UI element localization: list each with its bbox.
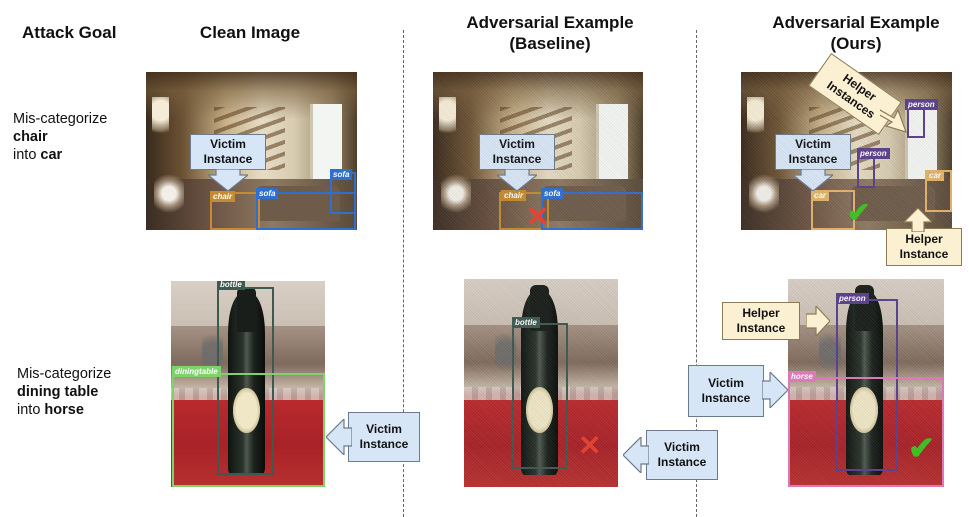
chair-bbox bbox=[499, 192, 549, 230]
person-tag-2: person bbox=[857, 148, 890, 159]
callout-arrow-icon bbox=[497, 169, 537, 191]
baseline-header-line2: (Baseline) bbox=[509, 34, 591, 53]
helper-arrow-icon bbox=[880, 108, 907, 133]
fail-x-icon: ✕ bbox=[578, 430, 602, 461]
clean-bottle-image: bottle diningtable bbox=[171, 281, 325, 487]
goal-target-line: into car bbox=[13, 147, 63, 163]
fail-x-icon: ✕ bbox=[526, 201, 550, 230]
clean-image-header: Clean Image bbox=[199, 23, 301, 42]
goal-target-line: into horse bbox=[17, 402, 84, 418]
goal-source-class: chair bbox=[13, 129, 48, 145]
goal-source-class: dining table bbox=[17, 384, 99, 400]
car-bbox bbox=[811, 190, 855, 230]
left-arrow-icon bbox=[623, 437, 649, 473]
right-arrow-icon bbox=[806, 306, 830, 336]
attack-goal-row-2: Mis-categorize dining table into horse bbox=[17, 365, 111, 419]
sofa-tag: sofa bbox=[541, 188, 564, 199]
horse-tag: horse bbox=[788, 371, 816, 382]
chair-tag: chair bbox=[210, 191, 236, 202]
bottle-bbox bbox=[512, 323, 568, 469]
ours-header: Adversarial Example (Ours) bbox=[746, 12, 966, 54]
clean-room-image: chair sofa sofa Victim Instance bbox=[146, 72, 357, 230]
right-arrow-icon bbox=[762, 372, 788, 408]
helper-instance-callout: Helper Instance bbox=[886, 228, 962, 266]
column-divider-1 bbox=[403, 30, 404, 517]
left-arrow-icon bbox=[326, 419, 352, 455]
car-tag: car bbox=[811, 190, 830, 201]
goal-text: Mis-categorize bbox=[13, 111, 108, 127]
horse-bbox bbox=[788, 377, 944, 487]
car-bbox-2 bbox=[925, 170, 952, 212]
sofa-tag-2: sofa bbox=[330, 169, 353, 180]
success-check-icon: ✔ bbox=[847, 197, 871, 228]
victim-instance-callout: Victim Instance bbox=[775, 134, 851, 170]
attack-goal-row-1: Mis-categorize chair into car bbox=[13, 110, 107, 164]
column-divider-2 bbox=[696, 30, 697, 517]
success-check-icon: ✔ bbox=[908, 430, 935, 466]
chair-tag: chair bbox=[501, 190, 527, 201]
diningtable-bbox bbox=[172, 373, 325, 487]
helper-arrow-up-icon bbox=[904, 208, 932, 232]
bottle-tag: bottle bbox=[512, 317, 540, 328]
ours-header-line1: Adversarial Example bbox=[772, 13, 940, 32]
sofa-tag: sofa bbox=[256, 188, 279, 199]
sofa-bbox bbox=[541, 192, 643, 230]
person-bbox bbox=[836, 299, 898, 471]
callout-arrow-icon bbox=[208, 169, 248, 191]
person-tag: person bbox=[836, 293, 869, 304]
person-bbox-2 bbox=[857, 154, 875, 188]
ours-bottle-image: person horse ✔ bbox=[788, 279, 944, 487]
car-tag-2: car bbox=[926, 170, 945, 181]
callout-arrow-icon bbox=[793, 169, 833, 191]
victim-instance-callout: Victim Instance bbox=[479, 134, 555, 170]
ours-header-line2: (Ours) bbox=[830, 34, 882, 53]
baseline-room-image: chair sofa Victim Instance ✕ bbox=[433, 72, 643, 230]
victim-instance-callout: Victim Instance bbox=[646, 430, 718, 480]
diningtable-tag: diningtable bbox=[172, 366, 221, 377]
victim-instance-callout: Victim Instance bbox=[688, 365, 764, 417]
baseline-header-line1: Adversarial Example bbox=[466, 13, 634, 32]
victim-instance-callout: Victim Instance bbox=[348, 412, 420, 462]
attack-goal-header: Attack Goal bbox=[22, 23, 117, 42]
bottle-bbox bbox=[217, 287, 274, 475]
helper-instance-callout: Helper Instance bbox=[722, 302, 800, 340]
baseline-header: Adversarial Example (Baseline) bbox=[440, 12, 660, 54]
goal-text: Mis-categorize bbox=[17, 366, 112, 382]
baseline-bottle-image: bottle ✕ bbox=[464, 279, 618, 487]
bottle-tag: bottle bbox=[217, 281, 245, 290]
victim-instance-callout: Victim Instance bbox=[190, 134, 266, 170]
